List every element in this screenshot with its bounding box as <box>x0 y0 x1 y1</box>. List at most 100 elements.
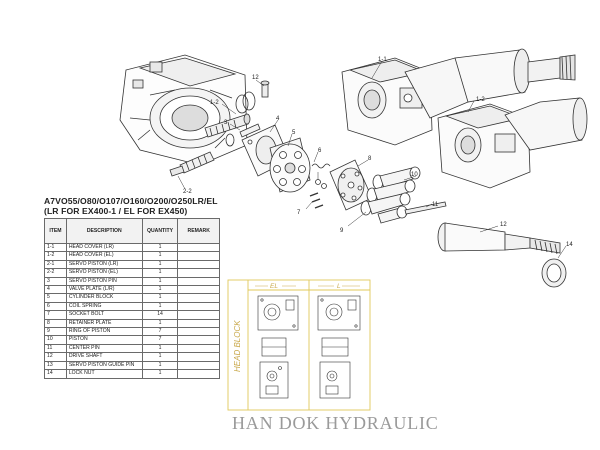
cell-quantity: 1 <box>141 242 179 253</box>
callout-8: 8 <box>368 156 372 162</box>
cell-description: SERVO PISTON PIN <box>65 276 143 287</box>
callout-13: 12 <box>252 75 259 81</box>
head-cover-lr-part <box>341 48 576 146</box>
cell-remark <box>177 259 220 270</box>
cell-remark <box>177 242 220 253</box>
cell-description: RETAINER PLATE <box>65 318 143 329</box>
model-title: A7VO55/O80/O107/O160/O200/O250LR/EL (LR … <box>44 196 218 216</box>
head-cover-el-part <box>437 97 588 189</box>
cell-item: 2-2 <box>44 268 67 278</box>
cell-item: 1-2 <box>44 251 67 261</box>
cell-item: 10 <box>44 335 67 345</box>
cell-quantity: 1 <box>141 301 179 312</box>
callout-1-1: 1-1 <box>378 57 387 63</box>
header-description: DESCRIPTION <box>65 218 143 244</box>
lock-nut-part <box>541 258 567 288</box>
cell-description: SERVO PISTON (EL) <box>65 268 143 278</box>
cell-quantity: 1 <box>141 293 179 303</box>
cell-remark <box>177 343 220 354</box>
cell-quantity: 14 <box>141 310 179 320</box>
header-quantity: QUANTITY <box>141 218 179 244</box>
cell-quantity: 7 <box>141 327 179 337</box>
cell-item: 9 <box>44 327 67 337</box>
cell-description: CENTER PIN <box>65 343 143 354</box>
callout-2-1: 1-2 <box>210 100 219 106</box>
cell-quantity: 1 <box>141 318 179 329</box>
header-remark: REMARK <box>177 218 220 244</box>
cell-quantity: 1 <box>141 285 179 295</box>
housing-part <box>119 54 248 166</box>
cell-quantity: 1 <box>141 276 179 287</box>
cell-item: 4 <box>44 285 67 295</box>
cell-quantity: 1 <box>141 259 179 270</box>
cell-item: 6 <box>44 301 67 312</box>
cell-remark <box>177 293 220 303</box>
cell-remark <box>177 301 220 312</box>
cylinder-block-part <box>269 137 311 193</box>
callout-2-2: 2-2 <box>183 189 192 195</box>
header-item: ITEM <box>44 218 67 244</box>
cell-description: DRIVE SHAFT <box>65 352 143 362</box>
cell-remark <box>177 310 220 320</box>
cell-quantity: 1 <box>141 343 179 354</box>
watermark: HAN DOK HYDRAULIC <box>232 413 439 433</box>
callout-12: 12 <box>500 222 507 228</box>
cell-remark <box>177 327 220 337</box>
cell-description: HEAD COVER (EL) <box>65 251 143 261</box>
cell-remark <box>177 251 220 261</box>
cell-remark <box>177 285 220 295</box>
cell-description: HEAD COVER (LR) <box>65 242 143 253</box>
cell-item: 7 <box>44 310 67 320</box>
callout-7: 7 <box>297 210 301 216</box>
cell-remark <box>177 268 220 278</box>
retainer-plate-part <box>329 159 373 211</box>
model-title-line2: (LR FOR EX400-1 / EL FOR EX450) <box>44 206 188 216</box>
cell-item: 5 <box>44 293 67 303</box>
callout-14: 14 <box>566 242 573 248</box>
cell-description: RING OF PISTON <box>65 327 143 337</box>
cell-item: 12 <box>44 352 67 362</box>
cell-description: PISTON <box>65 335 143 345</box>
cell-description: SOCKET BOLT <box>65 310 143 320</box>
cell-remark <box>177 276 220 287</box>
cell-quantity: 1 <box>141 251 179 261</box>
cell-item: 3 <box>44 276 67 287</box>
cell-quantity: 1 <box>141 369 179 379</box>
servo-piston-lr-part <box>204 113 251 138</box>
servo-piston-el-part <box>169 151 215 177</box>
callout-1-2: 1-2 <box>476 97 485 103</box>
callout-11: 11 <box>432 202 439 208</box>
cell-remark <box>177 369 220 379</box>
cell-description: VALVE PLATE (L/R) <box>65 285 143 295</box>
cell-quantity: 7 <box>141 335 179 345</box>
cell-item: 1-1 <box>44 242 67 253</box>
parts-table-header-row: ITEM DESCRIPTION QUANTITY REMARK <box>44 218 220 244</box>
cell-remark <box>177 318 220 329</box>
cell-item: 13 <box>44 360 67 371</box>
cell-item: 2-1 <box>44 259 67 270</box>
callout-6: 6 <box>318 148 322 154</box>
cell-remark <box>177 352 220 362</box>
cell-quantity: 1 <box>141 268 179 278</box>
cell-description: COIL SPRING <box>65 301 143 312</box>
cell-quantity: 1 <box>141 360 179 371</box>
cell-item: 14 <box>44 369 67 379</box>
model-title-line1: A7VO55/O80/O107/O160/O200/O250LR/EL <box>44 196 218 206</box>
cell-remark <box>177 360 220 371</box>
